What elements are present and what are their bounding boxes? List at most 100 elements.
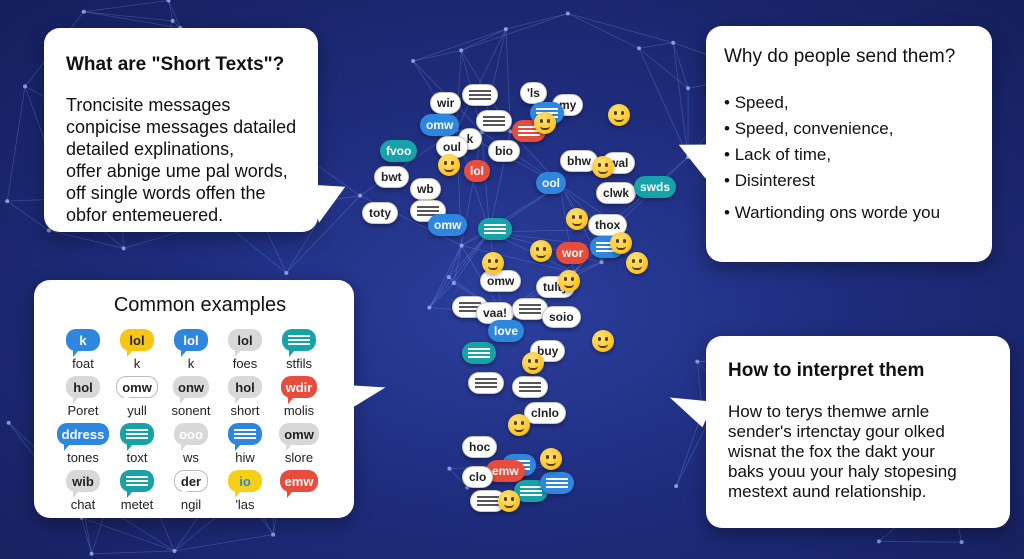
network-line — [696, 361, 703, 413]
what-are-short-texts-card: What are "Short Texts"? Troncisite messa… — [44, 28, 354, 232]
chat-bubble: soio — [542, 306, 581, 328]
chat-bubble: hoc — [462, 436, 498, 458]
text-lines-icon — [475, 378, 497, 388]
network-line — [6, 86, 26, 202]
example-chat-bubble: wdir — [280, 376, 318, 404]
example-label: 'las — [235, 497, 255, 512]
example-chat-bubble: omw — [116, 376, 158, 403]
chat-bubble: omw — [480, 270, 522, 292]
network-node — [6, 420, 11, 425]
example-item: stfils — [272, 329, 326, 372]
example-chat-bubble: lol — [174, 329, 208, 357]
smiley-emoji-icon — [592, 156, 614, 178]
example-label: sonent — [171, 403, 211, 418]
network-node — [671, 40, 676, 45]
example-label: yull — [127, 403, 147, 418]
list-item: Speed, — [724, 90, 978, 116]
chat-bubble: 'ls — [520, 82, 547, 104]
network-line — [878, 540, 962, 543]
network-line — [91, 550, 175, 555]
text-lines-icon — [477, 496, 499, 506]
example-label: k — [187, 356, 195, 371]
network-node — [695, 359, 700, 364]
example-chat-bubble: onw — [173, 376, 209, 404]
example-chat-bubble: ooo — [174, 423, 208, 451]
body-line: mestext aund relationship. — [728, 482, 927, 501]
example-chat-bubble: ddress — [56, 423, 110, 451]
text-lines-icon — [596, 242, 618, 252]
chat-bubble: clo — [462, 466, 494, 488]
network-line — [481, 131, 490, 232]
network-line — [81, 517, 175, 552]
body-line: How to terys themwe arnle — [728, 402, 930, 421]
example-chat-bubble: hol — [228, 376, 262, 404]
chat-bubble: wor — [556, 242, 590, 264]
body-line: sender's irtenctay gour olked — [728, 422, 945, 441]
network-node — [81, 9, 86, 14]
example-chat-bubble: k — [66, 329, 100, 357]
network-node — [121, 246, 126, 251]
example-label: Poret — [67, 403, 99, 418]
example-chat-bubble: emw — [279, 470, 319, 498]
smiley-emoji-icon — [530, 240, 552, 262]
network-node — [686, 86, 691, 91]
example-chat-bubble: io — [228, 470, 262, 498]
card-title: Why do people send them? — [724, 46, 956, 67]
network-line — [638, 48, 689, 158]
text-lines-icon — [518, 126, 540, 136]
network-line — [428, 231, 490, 308]
network-node — [685, 154, 690, 159]
text-lines-icon — [519, 382, 541, 392]
example-item: metet — [110, 470, 164, 513]
network-node — [446, 275, 451, 280]
network-line — [174, 534, 274, 552]
text-lines-icon — [484, 224, 506, 234]
text-lines-icon — [483, 116, 505, 126]
network-node — [599, 260, 604, 265]
smiley-emoji-icon — [438, 154, 460, 176]
smiley-emoji-icon — [626, 252, 648, 274]
body-line: detailed explinations, — [66, 139, 235, 159]
network-line — [638, 42, 674, 49]
card-title: How to interpret them — [728, 360, 925, 381]
network-line — [412, 50, 462, 62]
smiley-emoji-icon — [522, 352, 544, 374]
body-line: baks youu your haly stopesing — [728, 462, 957, 481]
chat-bubble: ool — [536, 172, 566, 194]
chat-bubble: toty — [362, 202, 398, 224]
chat-bubble: bhw — [560, 150, 598, 172]
network-node — [636, 46, 641, 51]
list-item: Disinterest — [724, 168, 978, 194]
chat-bubble — [462, 84, 498, 106]
example-item: emw — [272, 470, 326, 513]
network-node — [427, 305, 432, 310]
example-label: chat — [70, 497, 96, 512]
network-node — [700, 410, 705, 415]
network-node — [959, 540, 964, 545]
list-item: Wartionding ons worde you — [724, 200, 978, 226]
chat-bubble: omw — [428, 214, 468, 236]
network-node — [166, 0, 171, 3]
network-line — [672, 42, 689, 89]
network-line — [168, 0, 174, 21]
network-node — [876, 539, 881, 544]
chat-bubble — [468, 372, 504, 394]
text-lines-icon — [546, 478, 568, 488]
network-node — [508, 129, 513, 134]
body-line: conpicise messages datailed — [66, 117, 297, 137]
chat-bubble: bwt — [374, 166, 409, 188]
network-line — [461, 28, 507, 51]
network-line — [81, 517, 92, 554]
network-line — [412, 28, 507, 62]
chat-bubble — [478, 218, 512, 240]
network-node — [46, 228, 51, 233]
smiley-emoji-icon — [498, 490, 520, 512]
